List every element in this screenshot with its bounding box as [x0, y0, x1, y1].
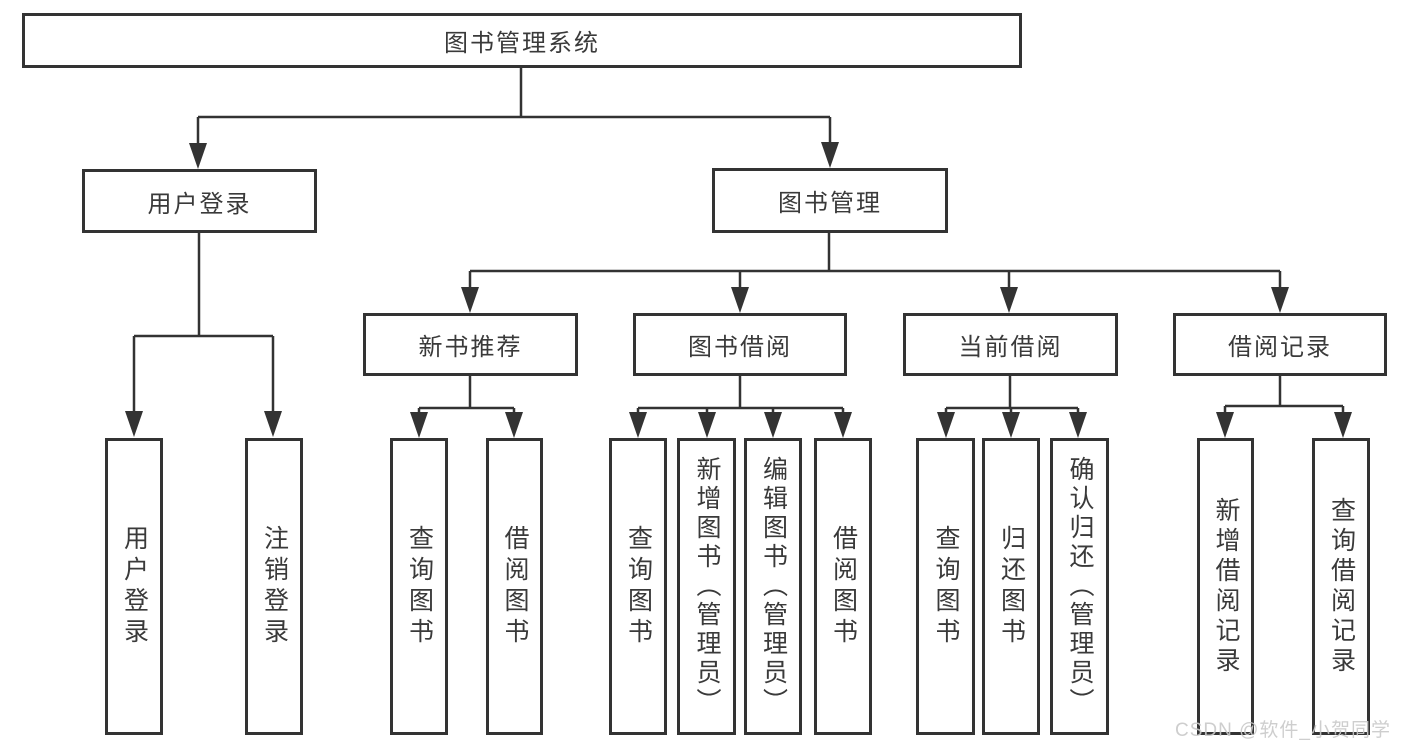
node-new-book-recommend: 新书推荐: [363, 313, 578, 376]
leaf-label: 用户登录: [120, 524, 149, 649]
leaf-query-books-borrow: 查询图书: [609, 438, 667, 735]
node-user-login-branch: 用户登录: [82, 169, 317, 233]
node-root: 图书管理系统: [22, 13, 1022, 68]
leaf-edit-book-admin: 编辑图书（管理员）: [744, 438, 802, 735]
leaf-query-books-recommend: 查询图书: [390, 438, 448, 735]
node-book-borrow: 图书借阅: [633, 313, 847, 376]
leaf-return-book: 归还图书: [982, 438, 1040, 735]
csdn-watermark: CSDN @软件_小贺同学: [1175, 720, 1391, 741]
leaf-label: 编辑图书（管理员）: [759, 456, 788, 717]
leaf-label: 归还图书: [997, 524, 1026, 649]
leaf-logout: 注销登录: [245, 438, 303, 735]
leaf-user-login: 用户登录: [105, 438, 163, 735]
leaf-borrow-books: 借阅图书: [814, 438, 872, 735]
leaf-label: 确认归还（管理员）: [1066, 456, 1094, 717]
leaf-label: 注销登录: [260, 524, 289, 649]
leaf-label: 新增借阅记录: [1212, 496, 1240, 677]
node-book-management: 图书管理: [712, 168, 948, 233]
leaf-label: 借阅图书: [501, 524, 529, 649]
node-label: 用户登录: [147, 190, 252, 218]
node-label: 图书借阅: [688, 334, 792, 361]
node-label: 当前借阅: [958, 334, 1063, 361]
leaf-borrow-books-recommend: 借阅图书: [486, 438, 543, 735]
leaf-label: 借阅图书: [829, 524, 858, 649]
node-current-borrow: 当前借阅: [903, 313, 1118, 376]
leaf-label: 查询图书: [624, 524, 653, 649]
node-label: 新书推荐: [418, 334, 523, 361]
leaf-label: 新增图书（管理员）: [693, 456, 721, 717]
leaf-add-book-admin: 新增图书（管理员）: [677, 438, 736, 735]
leaf-query-borrow-record: 查询借阅记录: [1312, 438, 1370, 735]
leaf-query-books-current: 查询图书: [916, 438, 975, 735]
node-root-label: 图书管理系统: [444, 30, 600, 57]
leaf-label: 查询图书: [405, 524, 434, 649]
leaf-confirm-return-admin: 确认归还（管理员）: [1050, 438, 1109, 735]
node-borrow-records: 借阅记录: [1173, 313, 1387, 376]
leaf-label: 查询借阅记录: [1327, 496, 1356, 677]
node-label: 借阅记录: [1228, 334, 1332, 361]
leaf-add-borrow-record: 新增借阅记录: [1197, 438, 1254, 735]
node-label: 图书管理: [778, 190, 882, 217]
leaf-label: 查询图书: [932, 524, 960, 649]
